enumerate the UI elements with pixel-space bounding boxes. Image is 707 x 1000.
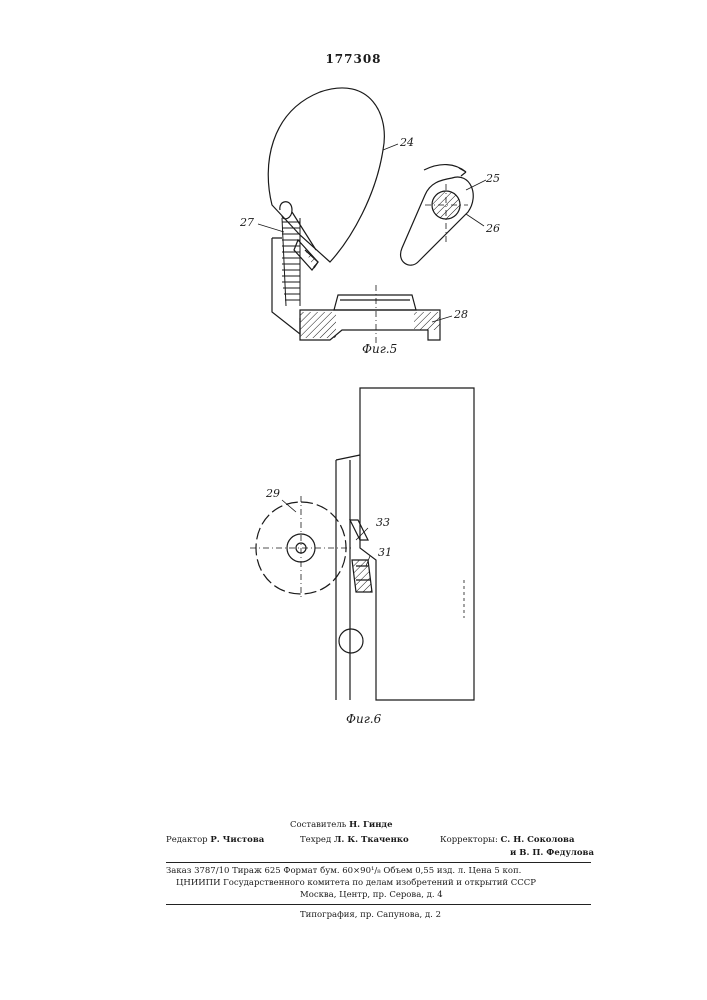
institute-line: ЦНИИПИ Государственного комитета по дела… <box>176 878 536 889</box>
latch-31 <box>352 560 372 592</box>
part-label-28: 28 <box>454 308 468 321</box>
figure-6-caption: Фиг.6 <box>346 712 381 726</box>
figure-6-drawing <box>250 388 474 700</box>
figure-5-drawing <box>258 88 486 345</box>
rotation-arrow <box>424 165 466 176</box>
address-line: Москва, Центр, пр. Серова, д. 4 <box>300 890 443 901</box>
corrector-2: и В. П. Федулова <box>510 848 594 858</box>
editor-role: Редактор <box>166 835 208 845</box>
cam-24 <box>268 88 384 262</box>
part-label-24: 24 <box>400 136 414 149</box>
part-label-33: 33 <box>376 516 390 529</box>
part-label-29: 29 <box>266 487 280 500</box>
corrector-1: С. Н. Соколова <box>501 835 575 845</box>
imprint-divider-bottom <box>166 904 591 905</box>
order-line: Заказ 3787/10 Тираж 625 Формат бум. 60×9… <box>166 866 521 877</box>
compiler-credit: Составитель Н. Гинде <box>290 820 393 831</box>
part-label-25: 25 <box>486 172 500 185</box>
editor-name: Р. Чистова <box>210 835 264 845</box>
plate <box>360 388 474 700</box>
compiler-role: Составитель <box>290 820 346 830</box>
figure-5-caption: Фиг.5 <box>362 342 397 356</box>
printing-line: Типография, пр. Сапунова, д. 2 <box>300 910 441 921</box>
spring-27 <box>282 218 300 306</box>
techred-role: Техред <box>300 835 331 845</box>
gear-29 <box>250 496 352 600</box>
techred-credit: Техред Л. К. Ткаченко <box>300 835 409 846</box>
compiler-name: Н. Гинде <box>349 820 392 830</box>
techred-name: Л. К. Ткаченко <box>334 835 409 845</box>
imprint-divider-top <box>166 862 591 863</box>
part-label-26: 26 <box>486 222 500 235</box>
editor-credit: Редактор Р. Чистова <box>166 835 264 846</box>
correctors-role: Корректоры: <box>440 835 498 845</box>
correctors-credit: Корректоры: С. Н. Соколова <box>440 835 574 846</box>
corrector-2-line: и В. П. Федулова <box>510 848 594 859</box>
part-label-27: 27 <box>240 216 254 229</box>
rail-hole <box>339 629 363 653</box>
cam-25 <box>401 177 474 265</box>
part-label-31: 31 <box>378 546 392 559</box>
